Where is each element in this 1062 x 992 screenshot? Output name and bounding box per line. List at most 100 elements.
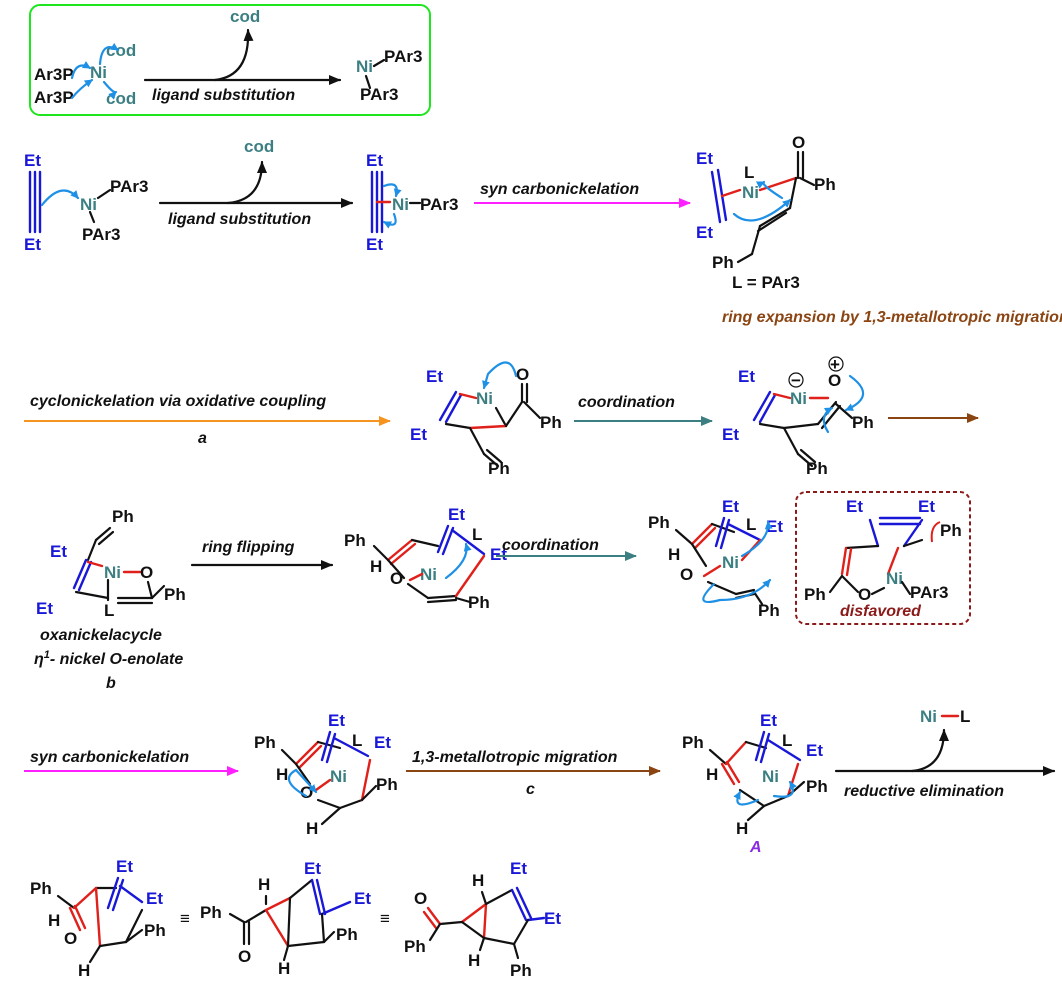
oxygen-label: O <box>140 563 153 582</box>
et-top-label: Et <box>510 859 527 878</box>
et-top-label: Et <box>426 367 443 386</box>
row2-zwitterion: Et Et − Ni + O Ph Ph <box>722 355 874 478</box>
h-label: H <box>668 545 680 564</box>
equivalence-sign: ≡ <box>180 909 190 928</box>
l-label: L <box>746 515 756 534</box>
eta-superscript: 1 <box>44 649 50 661</box>
phenyl-left-label: Ph <box>804 585 826 604</box>
pa-label: PAr3 <box>910 583 948 602</box>
et-label: Et <box>544 909 561 928</box>
row3-coordinated: Ph H O Et L Et Ni Ph <box>648 497 783 620</box>
h-label: H <box>370 557 382 576</box>
et-top-label: Et <box>722 497 739 516</box>
phenyl-label: Ph <box>814 175 836 194</box>
nickel-label: Ni <box>90 63 107 82</box>
h-bottom-label: H <box>468 951 480 970</box>
phenyl-bottom-label: Ph <box>712 253 734 272</box>
nickel-label: Ni <box>80 195 97 214</box>
h-top-label: H <box>472 871 484 890</box>
phenyl-bottom-label: Ph <box>468 593 490 612</box>
et-right-label: Et <box>918 497 935 516</box>
enolate-text: - nickel O-enolate <box>50 651 183 668</box>
reductive-elimination-label: reductive elimination <box>844 783 1004 800</box>
intermediate-A-label: A <box>749 839 762 856</box>
et-top-label: Et <box>760 711 777 730</box>
et-label: Et <box>806 741 823 760</box>
ligand-note-label: L = PAr3 <box>732 273 800 292</box>
nickel-label: Ni <box>790 389 807 408</box>
phenyl-label: Ph <box>682 733 704 752</box>
oxygen-label: O <box>792 133 805 152</box>
phenyl-right-label: Ph <box>940 521 962 540</box>
l-label: L <box>104 601 114 620</box>
h-label: H <box>706 765 718 784</box>
phenyl-label: Ph <box>164 585 186 604</box>
et-top-label: Et <box>448 505 465 524</box>
nickel-label: Ni <box>392 195 409 214</box>
released-l-label: L <box>960 707 970 726</box>
h-bottom-label: H <box>306 819 318 838</box>
phenyl-right-label: Ph <box>806 777 828 796</box>
et-top-label: Et <box>24 151 41 170</box>
migration-label: 1,3-metallotropic migration <box>412 749 618 766</box>
l-label: L <box>744 163 754 182</box>
row1-alkyne-reactant: Et Et Ni PAr3 PAr3 <box>24 151 148 254</box>
minus-label: − <box>791 371 801 390</box>
cod-bottom-label: cod <box>106 89 136 108</box>
et-bottom-label: Et <box>366 235 383 254</box>
equivalence-sign-2: ≡ <box>380 909 390 928</box>
et-bottom-label: Et <box>36 599 53 618</box>
ar3p-bottom-label: Ar3P <box>34 88 74 107</box>
row3-flipped: Ph H O Et L Et Ni Ph <box>344 505 507 612</box>
l-label: L <box>352 731 362 750</box>
oxygen-label: O <box>64 929 77 948</box>
nickel-label: Ni <box>476 389 493 408</box>
h-bottom-label: H <box>736 819 748 838</box>
row1-alkyne-complex: Et Et Ni PAr3 <box>366 151 458 254</box>
syn-carbonickelation-label: syn carbonickelation <box>30 749 189 766</box>
phenyl-bottom-label: Ph <box>758 601 780 620</box>
pa-bottom-label: PAr3 <box>82 225 120 244</box>
oxygen-label: O <box>828 371 841 390</box>
coordination-label: coordination <box>502 537 599 554</box>
pa-label: PAr3 <box>420 195 458 214</box>
row5-product-3: H Et Et Ph O Ph H <box>404 859 561 980</box>
phenyl-bottom-label: Ph <box>806 459 828 478</box>
h-top-label: H <box>258 875 270 894</box>
product-pa-top-label: PAr3 <box>384 47 422 66</box>
nickel-enolate-name: η1- nickel O-enolate <box>34 649 183 668</box>
nickel-label: Ni <box>104 563 121 582</box>
oxygen-label: O <box>390 569 403 588</box>
et-top-label: Et <box>304 859 321 878</box>
phenyl-right-label: Ph <box>144 921 166 940</box>
row3-oxanickelacycle: Ph Et Ni O Ph Et L oxanickelacycle η1- n… <box>34 507 186 692</box>
released-nickel-label: Ni <box>920 707 937 726</box>
phenyl-label: Ph <box>30 879 52 898</box>
nickel-label: Ni <box>330 767 347 786</box>
et-label: Et <box>374 733 391 752</box>
phenyl-label: Ph <box>404 937 426 956</box>
et-label: Et <box>490 545 507 564</box>
phenyl-label: Ph <box>852 413 874 432</box>
oxanickelacycle-sub-label: b <box>106 675 116 692</box>
et-bottom-label: Et <box>696 223 713 242</box>
row5-product-2: Ph O H Et Et Ph H <box>200 859 371 978</box>
ligand-substitution-label: ligand substitution <box>168 211 311 228</box>
disfavored-label: disfavored <box>840 603 922 620</box>
cyclonickelation-label: cyclonickelation via oxidative coupling <box>30 393 326 410</box>
plus-label: + <box>830 355 840 374</box>
phenyl-label: Ph <box>344 531 366 550</box>
et-label: Et <box>146 889 163 908</box>
disfavored-box: Et Et Ph Ph O Ni PAr3 disfavored <box>795 491 971 625</box>
row4-intermediate-A: Ph H Et L Et Ni Ph H A <box>682 711 828 856</box>
coordination-label: coordination <box>578 394 675 411</box>
pa-top-label: PAr3 <box>110 177 148 196</box>
syn-carbonickelation-label: syn carbonickelation <box>480 181 639 198</box>
et-top-label: Et <box>116 857 133 876</box>
row2-nickelacycle: Et Et Ni O Ph Ph <box>410 361 562 478</box>
phenyl-label: Ph <box>648 513 670 532</box>
et-top-label: Et <box>50 542 67 561</box>
ligand-substitution-box: Ar3P Ar3P Ni cod cod cod ligand substitu… <box>29 4 431 116</box>
et-top-label: Et <box>366 151 383 170</box>
et-top-label: Et <box>738 367 755 386</box>
